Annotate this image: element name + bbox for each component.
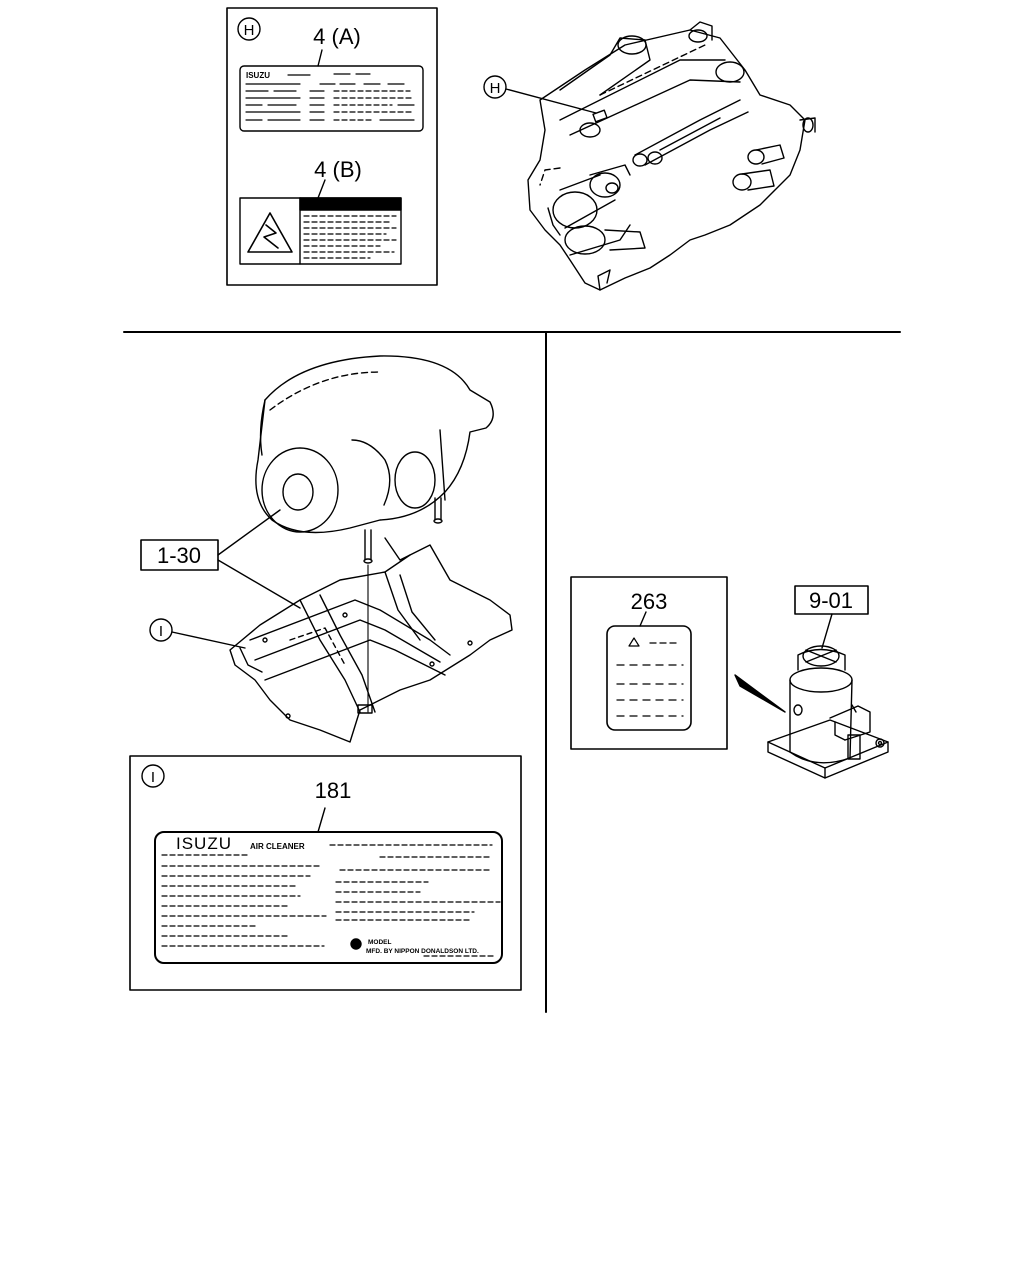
bottle-jack-drawing <box>767 585 889 779</box>
label-263-text-lines <box>616 642 684 717</box>
panel-callout-i-label: I <box>151 769 155 786</box>
label-181-text-lines <box>161 844 501 957</box>
label-4b-text-lines <box>303 215 397 259</box>
label-4a-title: 4 (A) <box>313 24 361 49</box>
label-panel-h <box>226 7 438 286</box>
callout-circle-i <box>149 618 173 642</box>
label-181-title: 181 <box>315 778 352 803</box>
panel-callout-circle-i <box>141 764 165 788</box>
donaldson-logo-icon <box>350 938 362 950</box>
label-4b-header-bar <box>299 197 402 211</box>
air-cleaner-title: AIR CLEANER <box>250 842 305 851</box>
manufacturer-text: MFD. BY NIPPON DONALDSON LTD. <box>366 948 479 955</box>
label-181-plate <box>154 831 503 964</box>
warning-triangle-icon <box>247 212 293 253</box>
caution-triangle-icon <box>628 637 640 647</box>
callout-h-label: H <box>244 22 255 39</box>
callout-h-engine-label: H <box>490 80 501 97</box>
air-cleaner-drawing <box>140 355 513 743</box>
label-4b-title: 4 (B) <box>314 157 362 182</box>
callout-circle-h <box>237 17 261 41</box>
part-number-9-01: 9-01 <box>809 588 853 613</box>
label-4a-brand: ISUZU <box>246 71 270 80</box>
canister-end-cap <box>261 447 339 533</box>
part-number-1-30: 1-30 <box>157 543 201 568</box>
callout-i-label: I <box>159 623 163 640</box>
pointer-wedge <box>734 674 786 713</box>
ram-cap-icon <box>802 645 840 667</box>
label-4a-plate <box>239 65 424 132</box>
model-text: MODEL <box>368 939 392 946</box>
air-cleaner-brand: ISUZU <box>176 834 232 853</box>
engine-drawing <box>483 21 816 291</box>
label-4a-text-lines <box>245 73 415 121</box>
label-panel-263 <box>570 576 728 750</box>
label-panel-i <box>129 755 522 991</box>
callout-circle-h-engine <box>483 75 507 99</box>
label-263-plate <box>606 625 692 731</box>
label-263-title: 263 <box>631 589 668 614</box>
